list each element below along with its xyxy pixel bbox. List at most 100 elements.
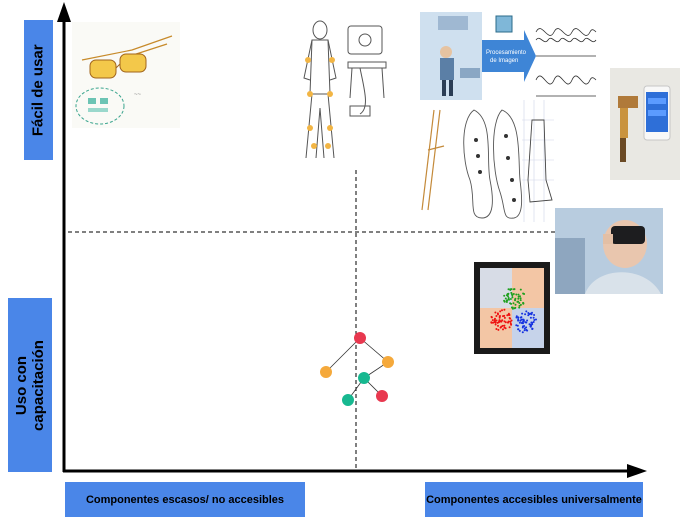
scatter-dot [523,329,526,332]
scatter-dot [528,323,531,326]
scatter-dot [515,324,518,327]
scatter-dot [508,326,511,329]
scatter-dot [517,328,520,331]
scatter-dot [506,299,509,302]
scatter-dot [494,321,497,324]
scatter-dot [502,328,504,331]
scatter-dot [503,324,506,327]
scatter-dot [521,312,524,315]
scatter-dot [494,323,497,326]
scatter-dot [509,320,512,323]
tree-node-middle [358,372,370,384]
scatter-dot [531,327,534,330]
scatter-dot [517,318,520,321]
scatter-dot [525,326,528,329]
scatter-dot [503,294,506,297]
scatter-dot [503,299,506,302]
scatter-dot [512,288,515,291]
scatter-dot [525,328,528,331]
scatter-dot [512,293,515,295]
scatter-dot [518,302,521,304]
body-sensor-sketch-image [290,18,402,168]
x-axis-arrowhead [627,464,647,478]
svg-text:~~: ~~ [134,92,142,98]
scatter-dot [514,303,517,306]
scatter-dot [507,288,510,291]
scatter-dot [495,315,498,317]
pipeline-label-line2: de Imagen [490,58,518,64]
scatter-dot [526,319,529,322]
scatter-dot [516,300,519,303]
scatter-dot [495,319,498,322]
scatter-dot [519,295,521,298]
scatter-dot [503,316,506,319]
scatter-dot [496,321,499,324]
scatter-dot [523,325,526,327]
scatter-dot [529,316,532,319]
scatter-dot [517,319,520,322]
scatter-dot [497,324,499,327]
scatter-dot [530,313,533,316]
scatter-dot [528,313,531,316]
scatter-dot [501,309,503,312]
x-right-label-box: Componentes accesibles universalmente [425,482,643,517]
tree-node-bottom-left [342,394,354,406]
scatter-dot [507,298,510,300]
phone-device-photo [610,68,680,180]
scatter-dot [504,297,507,300]
tree-node-bottom-right [376,390,388,402]
scatter-dot [491,319,494,322]
scatter-dot [518,329,521,332]
scatter-dot [499,310,502,313]
y-axis-arrowhead [57,2,71,22]
scatter-dot [503,308,506,311]
x-left-label-box: Componentes escasos/ no accesibles [65,482,305,517]
scatter-dot [515,316,518,319]
image-processing-pipeline-image: Procesamiento de Imagen [420,12,598,100]
scatter-dot [495,328,498,330]
y-bottom-label-box: Uso con capacitación [8,298,52,472]
vr-headset-photo [555,208,663,294]
scatter-dot [510,291,513,294]
scatter-dot [512,302,515,305]
scatter-dot [530,321,533,324]
scatter-dot [535,318,537,321]
scatter-dot [516,324,519,327]
scatter-dot [519,288,522,291]
tree-node-root [354,332,366,344]
scatter-dot [529,325,532,328]
tree-diagram [320,332,394,406]
scatter-dot [509,322,512,325]
scatter-dot [507,295,509,298]
scatter-dot [493,321,496,324]
scatter-dot [514,306,517,309]
scatter-dot [533,314,536,316]
scatter-dot [507,313,510,316]
glasses-sketch-image: ~~ [72,22,180,128]
scatter-dot [521,318,524,321]
scatter-dot [514,297,517,300]
scatter-dot [522,292,525,295]
tree-node-left [320,366,332,378]
scatter-dot [494,311,497,314]
scatter-dot [504,327,507,330]
scatter-dot [521,331,524,334]
scatter-dot [521,321,524,324]
clustering-scatter-image [474,262,550,354]
scatter-dot [490,315,493,318]
scatter-dot [506,293,509,296]
scatter-dot [518,304,521,307]
scatter-dot [511,307,514,310]
scatter-dot [511,296,514,299]
scatter-dot [517,316,520,319]
scatter-dot [524,313,527,316]
scatter-dot [507,320,510,323]
scatter-dot [497,313,499,316]
scatter-dot [499,320,502,323]
x-left-label: Componentes escasos/ no accesibles [85,493,285,506]
scatter-dot [517,297,520,300]
scatter-dot [503,314,506,317]
scatter-dot [510,302,513,305]
scatter-dot [521,326,524,329]
scatter-dot [519,297,522,300]
